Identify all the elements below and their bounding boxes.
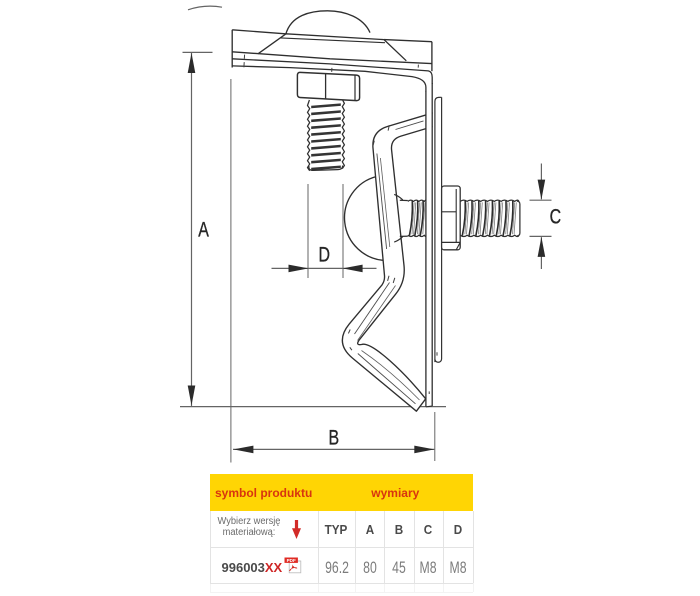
svg-text:A: A (198, 218, 209, 242)
svg-text:D: D (318, 243, 329, 267)
svg-text:B: B (328, 426, 339, 450)
svg-text:PDF: PDF (287, 558, 296, 563)
svg-text:C: C (550, 205, 561, 229)
